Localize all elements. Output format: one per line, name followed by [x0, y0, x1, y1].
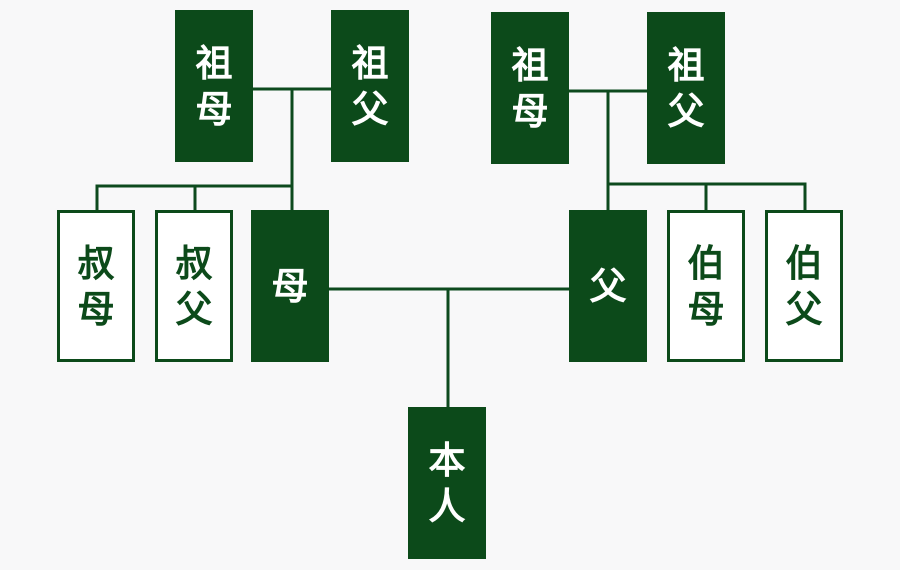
node-label: 祖母: [511, 43, 549, 133]
node-label: 祖父: [351, 41, 389, 131]
node-label: 祖母: [195, 41, 233, 131]
paternal-grandfather-node: 祖父: [647, 12, 725, 164]
node-label: 祖父: [667, 43, 705, 133]
paternal-grandmother-node: 祖母: [491, 12, 569, 164]
maternal-uncle-node: 叔父: [155, 210, 233, 362]
maternal-aunt-node: 叔母: [57, 210, 135, 362]
node-label: 叔父: [175, 241, 213, 331]
node-label: 母: [271, 264, 309, 308]
paternal-uncle-node: 伯父: [765, 210, 843, 362]
maternal-grandfather-node: 祖父: [331, 10, 409, 162]
self-node: 本人: [408, 407, 486, 559]
node-label: 叔母: [77, 241, 115, 331]
mother-node: 母: [251, 210, 329, 362]
node-label: 伯父: [785, 241, 823, 331]
node-label: 父: [589, 264, 627, 308]
father-node: 父: [569, 210, 647, 362]
paternal-aunt-node: 伯母: [667, 210, 745, 362]
node-label: 本人: [428, 438, 466, 528]
node-label: 伯母: [687, 241, 725, 331]
maternal-grandmother-node: 祖母: [175, 10, 253, 162]
